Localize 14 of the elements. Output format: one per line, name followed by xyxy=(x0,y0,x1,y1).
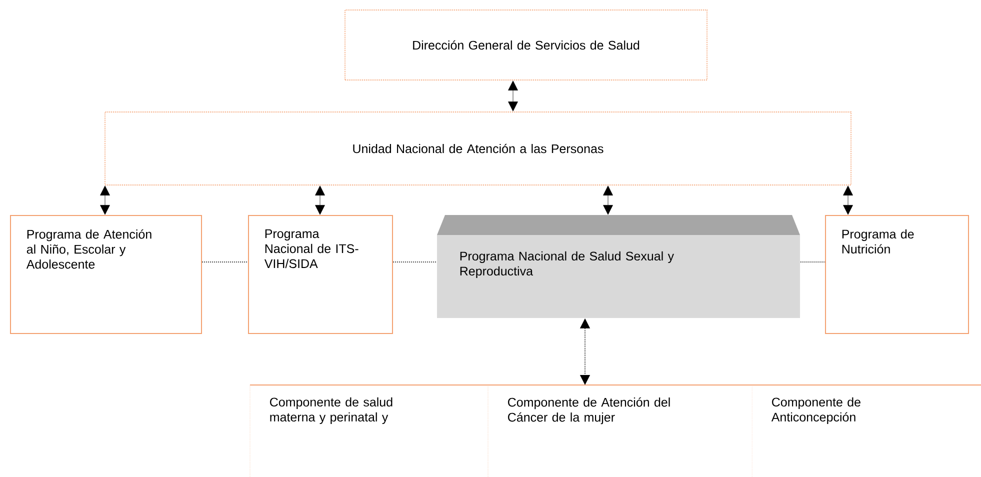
arrow xyxy=(843,186,853,215)
program-block: Programa Nacional de Salud Sexual y Reproductiva xyxy=(437,215,800,318)
arrow xyxy=(603,186,613,215)
unit-band: Unidad Nacional de Atención a las Personas xyxy=(104,112,852,186)
component-cell: Componente de salud materna y perinatal y xyxy=(250,384,488,477)
arrow xyxy=(508,80,518,112)
heading-box: Dirección General de Servicios de Salud xyxy=(344,10,708,80)
program-box: Programa Nacional de ITS-VIH/SIDA xyxy=(248,215,393,334)
component-cell: Componente de Anticoncepción xyxy=(752,384,981,477)
component-cell: Componente de Atención del Cáncer de la mujer xyxy=(488,384,752,477)
arrow xyxy=(100,186,110,215)
program-box: Programa de Nutrición xyxy=(825,215,970,334)
program-box: Programa de Atención al Niño, Escolar y Adolescente xyxy=(10,215,202,334)
arrow xyxy=(315,186,325,215)
